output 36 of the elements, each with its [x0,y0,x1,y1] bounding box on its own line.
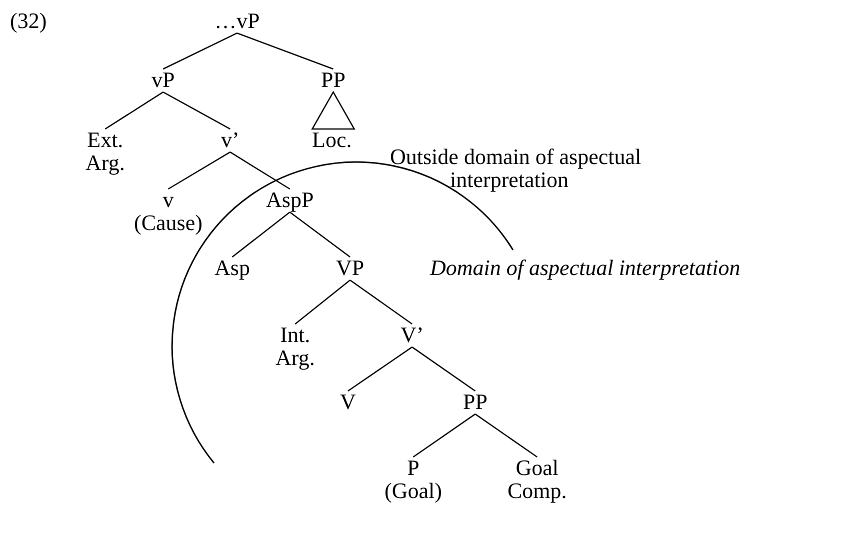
tree-node-label: V’ [400,323,424,346]
tree-node-label: Int. Arg. [276,323,315,370]
tree-node-label: P [406,456,420,480]
domain-note: Outside domain of aspectual interpretation [390,145,642,192]
gloss-text: (Goal) [384,479,442,502]
tree-branch [412,414,476,458]
tree-branch [289,212,350,258]
tree-branch [162,32,238,70]
domain-note: Domain of aspectual interpretation [430,256,740,280]
gloss-text: (Cause) [134,211,202,234]
tree-node-label: PP [321,68,346,92]
tree-branch [232,212,290,258]
tree-node-label: v’ [221,128,240,152]
tree-node-label: Ext. Arg. [86,128,125,174]
tree-branch [230,152,290,190]
tree-node-label: …vP [214,9,260,32]
tree-branch [294,280,350,324]
tree-branch [168,152,230,190]
tree-node-label: AspP [266,188,314,212]
tree-branch [348,346,412,392]
tree-branch [412,346,476,392]
example-number: (32) [10,9,47,32]
tree-branch [350,280,412,325]
tree-branch [474,414,538,458]
tree-branch [104,92,164,130]
tree-node-label: v [162,188,175,212]
triangle-branch [311,90,356,130]
tree-branch [236,32,334,70]
tree-node-label: Asp [214,256,250,280]
tree-node-label: V [340,390,356,414]
tree-node-label: PP [463,390,488,414]
tree-branch [162,92,230,130]
tree-node-label: VP [336,256,364,280]
tree-node-label: Goal Comp. [508,456,567,502]
tree-node-label: vP [152,68,175,92]
tree-node-label: Loc. [312,128,352,152]
